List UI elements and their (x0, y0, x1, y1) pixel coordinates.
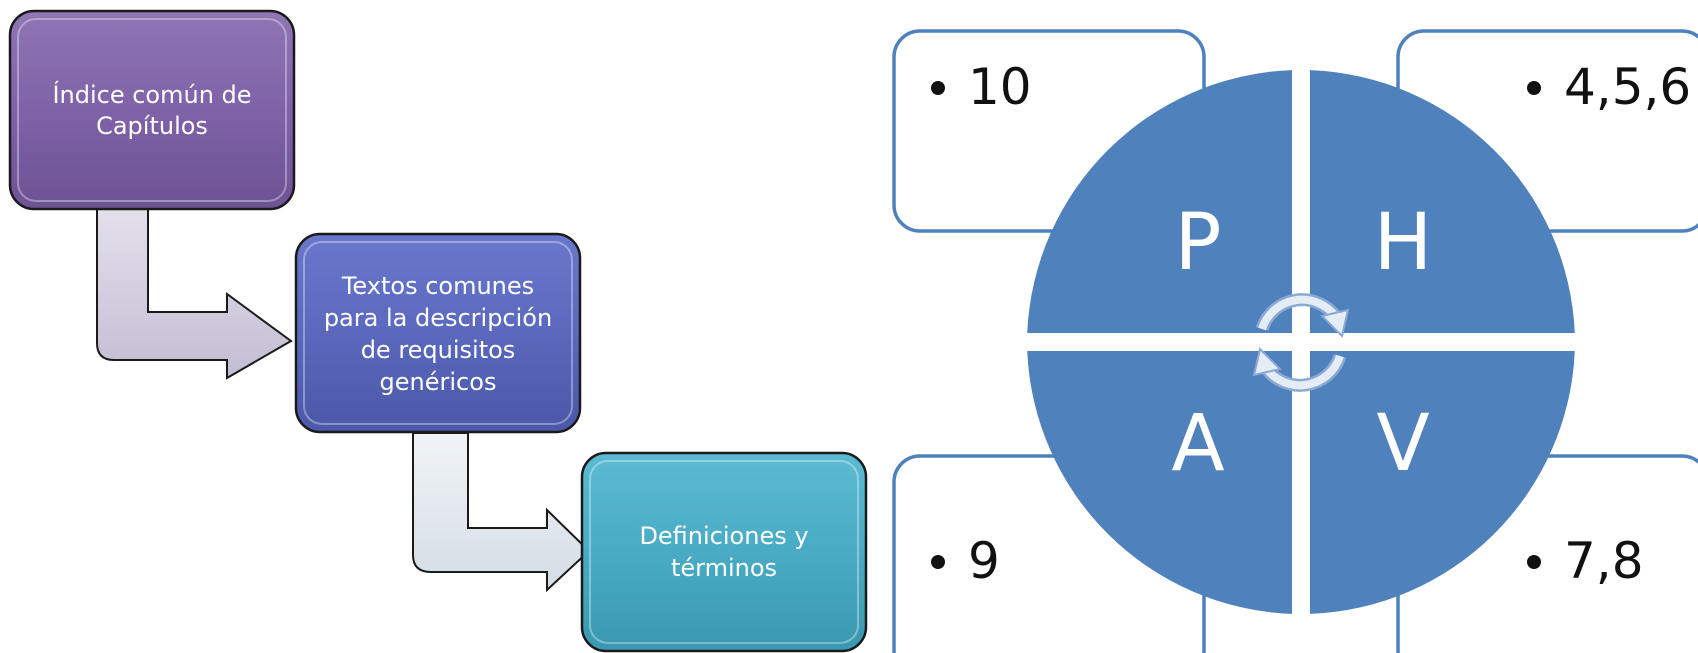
quadrant-a-letter: A (1171, 399, 1224, 489)
bullet-a-text: 9 (968, 532, 1000, 590)
bullet-h: 4,5,6 (1527, 58, 1691, 116)
quadrant-h (1310, 70, 1575, 333)
quadrant-a (1027, 351, 1292, 614)
bullet-p: 10 (931, 58, 1032, 116)
step-2-line-4: genéricos (380, 368, 497, 396)
quadrant-p (1027, 70, 1292, 333)
step-2-line-1: Textos comunes (341, 272, 534, 300)
step-2-line-3: de requisitos (361, 336, 516, 364)
bullet-p-text: 10 (968, 58, 1032, 116)
quadrant-h-letter: H (1374, 198, 1433, 288)
step-1-line-2: Capítulos (96, 112, 208, 140)
step-box-indice: Índice común de Capítulos (8, 9, 296, 211)
step-2-line-2: para la descripción (324, 304, 552, 332)
step-box-definiciones: Definiciones y términos (580, 451, 868, 653)
connector-arrow-2 (412, 432, 591, 593)
step-3-line-2: términos (671, 554, 777, 582)
bullet-v: 7,8 (1527, 532, 1644, 590)
quadrant-v-letter: V (1376, 399, 1429, 489)
quadrant-p-letter: P (1174, 198, 1221, 288)
bullet-a: 9 (931, 532, 1000, 590)
bullet-h-text: 4,5,6 (1564, 58, 1691, 116)
step-1-line-1: Índice común de (52, 80, 251, 109)
bullet-v-text: 7,8 (1564, 532, 1644, 590)
step-3-line-1: Definiciones y (639, 522, 808, 550)
cycle-arrows-icon (1252, 293, 1350, 392)
connector-arrow-1 (96, 204, 293, 380)
quadrant-v (1310, 351, 1575, 614)
step-box-textos: Textos comunes para la descripción de re… (294, 232, 582, 434)
